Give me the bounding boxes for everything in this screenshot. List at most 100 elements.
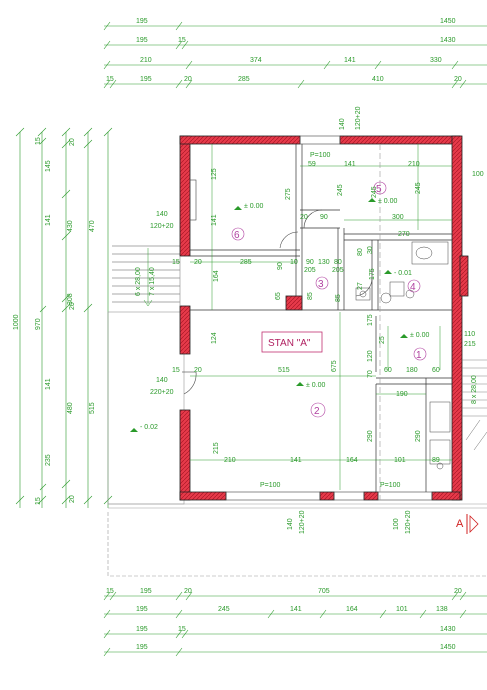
left-dimension-labels: 1000 970 15 15 145 141 141 235 20 20 20 … (13, 137, 96, 505)
dim-label: 65 (275, 292, 282, 300)
dim-label: 20 (69, 495, 76, 503)
dim-label: 30 (367, 246, 374, 254)
dim-label: 195 (136, 606, 148, 613)
dim-label: 205 (332, 267, 344, 274)
dim-label: 215 (464, 341, 476, 348)
dim-label: 140 (156, 211, 168, 218)
dim-label: 164 (346, 606, 358, 613)
dim-label: 124 (211, 332, 218, 344)
dim-label: 175 (367, 314, 374, 326)
entrance-stairs (112, 245, 180, 307)
level-label: ± 0.00 (410, 332, 430, 339)
room-1-label: 1 (416, 350, 422, 361)
inner-dimension-labels: P=100 59 141 210 100 140 120+20 125 275 … (135, 106, 484, 534)
dim-label: 90 (277, 262, 284, 270)
dim-label: 89 (432, 457, 440, 464)
inner-dimension-lines (190, 144, 452, 490)
dim-label: 141 (290, 457, 302, 464)
dim-label: 285 (240, 259, 252, 266)
dim-label: 330 (430, 57, 442, 64)
level-label: ± 0.00 (244, 203, 264, 210)
level-label: - 0.02 (140, 424, 158, 431)
dim-label: 101 (396, 606, 408, 613)
dim-label: 27 (357, 282, 364, 290)
dim-label: 90 (306, 259, 314, 266)
room-6-label: 6 (234, 230, 240, 241)
dim-label: 410 (372, 76, 384, 83)
dim-label: 141 (344, 57, 356, 64)
dim-label: 80 (334, 259, 342, 266)
dim-label: 60 (432, 367, 440, 374)
dim-label: 705 (318, 588, 330, 595)
dim-label: 220+20 (150, 389, 174, 396)
dim-label: 85 (335, 294, 342, 302)
dim-label: 210 (140, 57, 152, 64)
dim-label: 374 (250, 57, 262, 64)
dim-label: 285 (238, 76, 250, 83)
dim-label: 20 (454, 76, 462, 83)
dim-label: 470 (89, 220, 96, 232)
dim-label: 430 (67, 220, 74, 232)
dim-label: 1430 (440, 37, 456, 44)
dim-label: 270 (398, 231, 410, 238)
dim-label: 15 (172, 367, 180, 374)
dim-label: 20 (69, 302, 76, 310)
dim-label: 6 x 28,00 (135, 267, 142, 296)
left-dimension-chains (15, 127, 113, 508)
dim-label: 15 (35, 137, 42, 145)
dim-label: 120+20 (150, 223, 174, 230)
dim-label: 15 (178, 626, 186, 633)
section-marker: A (456, 514, 479, 534)
dim-label: 140 (339, 118, 346, 130)
dim-label: P=100 (310, 152, 331, 159)
dim-label: 195 (140, 588, 152, 595)
section-marker-label: A (456, 518, 464, 530)
dim-label: 59 (308, 161, 316, 168)
dim-label: 205 (304, 267, 316, 274)
level-markers: ± 0.00 ± 0.00 ± 0.00 ± 0.00 - 0.01 - 0.0… (130, 198, 430, 432)
dim-label: P=100 (380, 482, 401, 489)
dim-label: 215 (213, 442, 220, 454)
dim-label: 141 (344, 161, 356, 168)
dim-label: 245 (415, 182, 422, 194)
room-2-label: 2 (314, 406, 320, 417)
dim-label: 20 (184, 588, 192, 595)
dim-label: 138 (436, 606, 448, 613)
dim-label: 275 (285, 188, 292, 200)
dim-label: 8 x 28,00 (471, 375, 478, 404)
dim-label: 515 (89, 402, 96, 414)
dim-label: 190 (396, 391, 408, 398)
dim-label: 290 (415, 430, 422, 442)
doors-windows (179, 135, 433, 501)
dim-label: 480 (67, 402, 74, 414)
dim-label: 140 (287, 518, 294, 530)
dim-label: 20 (300, 214, 308, 221)
dim-label: 675 (331, 360, 338, 372)
dim-label: 235 (45, 454, 52, 466)
dim-label: 300 (392, 214, 404, 221)
dim-label: 195 (136, 37, 148, 44)
dim-label: 195 (136, 626, 148, 633)
stairwell (462, 359, 487, 451)
bottom-dimension-labels: 15 195 20 705 20 195 245 141 164 101 138… (106, 588, 462, 651)
dim-label: 141 (290, 606, 302, 613)
dim-label: 195 (136, 18, 148, 25)
bottom-dimension-chains (103, 591, 487, 657)
dim-label: 10 (290, 259, 298, 266)
dim-label: 120+20 (355, 106, 362, 130)
dim-label: 1450 (440, 18, 456, 25)
dim-label: 80 (357, 248, 364, 256)
dim-label: 20 (184, 76, 192, 83)
dim-label: 15 (106, 76, 114, 83)
dim-label: 210 (408, 161, 420, 168)
terrace-outline (107, 311, 487, 577)
dim-label: 25 (379, 336, 386, 344)
room-3-label: 3 (318, 279, 324, 290)
dim-label: 120+20 (405, 510, 412, 534)
dim-label: 245 (218, 606, 230, 613)
dim-label: 145 (45, 160, 52, 172)
dim-label: 515 (278, 367, 290, 374)
top-dimension-labels: 195 1450 195 15 1430 210 374 141 330 15 … (106, 18, 462, 83)
